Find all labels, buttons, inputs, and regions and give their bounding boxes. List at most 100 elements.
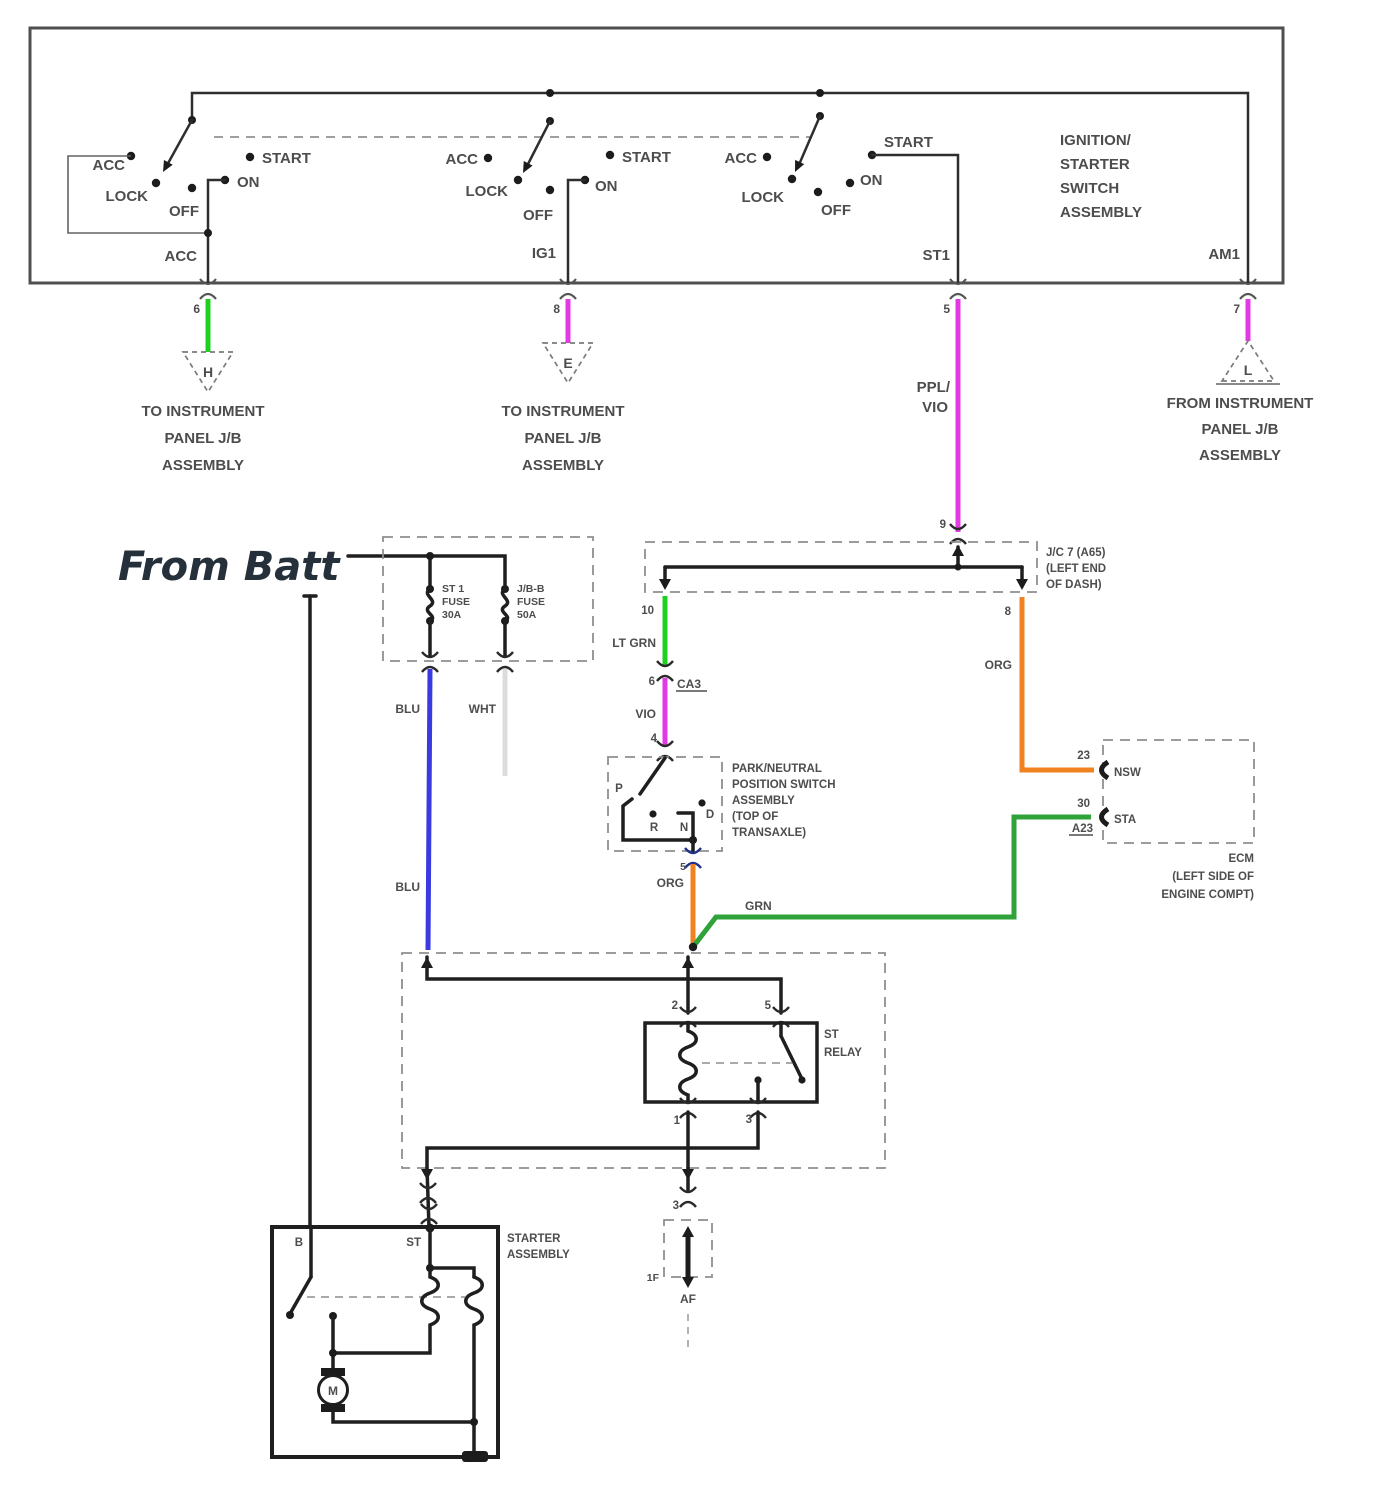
triangle-e-icon bbox=[541, 342, 595, 385]
org-mid-label: ORG bbox=[657, 876, 684, 890]
relay-name-line2: RELAY bbox=[824, 1047, 862, 1059]
af-name-label: AF bbox=[680, 1292, 696, 1306]
af-pin-label: 3 bbox=[673, 1200, 679, 1212]
fuse2-line3: 50A bbox=[517, 609, 537, 621]
ignition-box-title: IGNITION/ STARTER SWITCH ASSEMBLY bbox=[1060, 132, 1142, 221]
relay-to-starter bbox=[418, 1166, 439, 1229]
blu-label-upper: BLU bbox=[395, 702, 420, 716]
fuse-st1: ST 1 FUSE 30A bbox=[425, 583, 470, 658]
fuse-jbb: J/B-B FUSE 50A bbox=[500, 583, 545, 658]
st-relay: ST RELAY bbox=[643, 1021, 862, 1104]
vio-label: VIO bbox=[635, 707, 656, 721]
sw1-out-label: ACC bbox=[165, 248, 198, 265]
h-dest-line2: PANEL J/B bbox=[165, 430, 242, 447]
pnp-name-line3: ASSEMBLY bbox=[732, 795, 795, 807]
sw3-off-label: OFF bbox=[821, 202, 851, 219]
pin5-label: 5 bbox=[943, 302, 950, 316]
pnp-name-line4: (TOP OF bbox=[732, 811, 778, 823]
fuse1-line3: 30A bbox=[442, 609, 462, 621]
pin8-label: 8 bbox=[553, 302, 560, 316]
switch-2: ACC LOCK OFF ON START IG1 bbox=[446, 89, 671, 285]
lt-grn-label: LT GRN bbox=[612, 636, 656, 650]
ecm-pin23-bracket-icon bbox=[1102, 762, 1109, 778]
triangle-h-icon bbox=[181, 351, 235, 394]
pnp-name-line1: PARK/NEUTRAL bbox=[732, 763, 822, 775]
pnp-pin4-label: 4 bbox=[651, 733, 658, 745]
ignition-title-line3: SWITCH bbox=[1060, 180, 1119, 197]
l-dest-line3: ASSEMBLY bbox=[1199, 447, 1281, 464]
relay-coil-icon bbox=[678, 1021, 698, 1104]
wire-ppl-vio: PPL/ VIO bbox=[917, 299, 961, 532]
ecm-name-line2: (LEFT SIDE OF bbox=[1172, 871, 1254, 883]
sw3-lock-label: LOCK bbox=[742, 189, 785, 206]
pin6-label: 6 bbox=[193, 302, 200, 316]
org-right-label: ORG bbox=[985, 658, 1012, 672]
fuse1-line1: ST 1 bbox=[442, 583, 464, 595]
from-batt-label: From Batt bbox=[118, 544, 341, 590]
sw3-out-label: ST1 bbox=[922, 247, 950, 264]
sw3-start-label: START bbox=[884, 134, 933, 151]
pnp-n-label: N bbox=[680, 822, 688, 834]
ecm-nsw-label: NSW bbox=[1114, 767, 1141, 779]
ca3-name-label: CA3 bbox=[677, 677, 701, 691]
ecm-a23-label: A23 bbox=[1072, 823, 1093, 835]
grn-label: GRN bbox=[745, 899, 772, 913]
wire-org-right: ORG bbox=[985, 597, 1094, 773]
ppl-label: PPL/ bbox=[917, 379, 951, 396]
ecm-box: 23 NSW 30 A23 STA ECM (LEFT SIDE OF ENGI… bbox=[1069, 739, 1255, 901]
sw2-off-label: OFF bbox=[523, 207, 553, 224]
pnp-p-label: P bbox=[615, 783, 623, 795]
connector-h: H TO INSTRUMENT PANEL J/B ASSEMBLY bbox=[141, 299, 265, 474]
relay-pin2-label: 2 bbox=[672, 1000, 678, 1012]
l-dest-line2: PANEL J/B bbox=[1202, 421, 1279, 438]
ignition-title-line4: ASSEMBLY bbox=[1060, 204, 1142, 221]
wire-wht: WHT bbox=[469, 669, 508, 776]
sw3-on-label: ON bbox=[860, 172, 883, 189]
hold-in-coil-icon bbox=[464, 1275, 484, 1459]
jc7-pin9-label: 9 bbox=[940, 519, 946, 531]
af-side-label: 1F bbox=[647, 1272, 660, 1284]
e-dest-line1: TO INSTRUMENT bbox=[501, 403, 624, 420]
switch-3: ACC LOCK OFF ON START ST1 bbox=[725, 89, 960, 285]
sw1-lock-label: LOCK bbox=[106, 188, 149, 205]
sw2-out-label: IG1 bbox=[532, 245, 556, 262]
h-dest-line3: ASSEMBLY bbox=[162, 457, 244, 474]
jc7-name-line3: OF DASH) bbox=[1046, 579, 1102, 591]
park-neutral-switch: P R N D PARK/NEUTRAL POSITION SWITCH ASS… bbox=[607, 756, 836, 873]
ecm-name-line3: ENGINE COMPT) bbox=[1161, 889, 1254, 901]
fuse2-line1: J/B-B bbox=[517, 583, 545, 595]
sw2-lock-label: LOCK bbox=[466, 183, 509, 200]
fuse1-line2: FUSE bbox=[442, 596, 470, 608]
arrow-down-icon bbox=[1016, 579, 1028, 590]
starter-name-line2: ASSEMBLY bbox=[507, 1249, 570, 1261]
e-dest-line3: ASSEMBLY bbox=[522, 457, 604, 474]
sw2-start-label: START bbox=[622, 149, 671, 166]
ignition-starter-switch-box: ACC LOCK OFF ON START ACC ACC LOCK OFF O… bbox=[28, 26, 1285, 316]
pin7-label: 7 bbox=[1233, 302, 1240, 316]
sw3-acc-label: ACC bbox=[725, 150, 758, 167]
st-relay-harness-box: 2 5 ST RELAY 1 3 bbox=[401, 952, 886, 1180]
pnp-out-pin-label: 5 bbox=[680, 861, 686, 873]
starter-name-line1: STARTER bbox=[507, 1233, 561, 1245]
ecm-name-line1: ECM bbox=[1228, 853, 1254, 865]
ignition-title-line1: IGNITION/ bbox=[1060, 132, 1132, 149]
pull-in-coil-icon bbox=[331, 1266, 440, 1355]
jc7-junction-connector: 9 10 8 J/C 7 (A65) (LEFT END OF DASH) bbox=[641, 519, 1106, 618]
battery-feed: From Batt bbox=[118, 544, 507, 1229]
sw2-acc-label: ACC bbox=[446, 151, 479, 168]
starter-st-terminal-label: ST bbox=[406, 1237, 421, 1249]
relay-pin1-label: 1 bbox=[674, 1115, 681, 1127]
triangle-l-icon bbox=[1220, 339, 1276, 382]
am1-label: AM1 bbox=[1208, 246, 1240, 263]
pnp-d-label: D bbox=[706, 809, 714, 821]
relay-name-line1: ST bbox=[824, 1029, 839, 1041]
sw1-start-label: START bbox=[262, 150, 311, 167]
triangle-e-letter: E bbox=[563, 355, 572, 371]
jc7-pin10-label: 10 bbox=[641, 605, 654, 617]
relay-pin3-label: 3 bbox=[746, 1114, 752, 1126]
ignition-title-line2: STARTER bbox=[1060, 156, 1130, 173]
wire-grn: GRN bbox=[688, 814, 1091, 952]
jc7-pin8-label: 8 bbox=[1005, 606, 1012, 618]
